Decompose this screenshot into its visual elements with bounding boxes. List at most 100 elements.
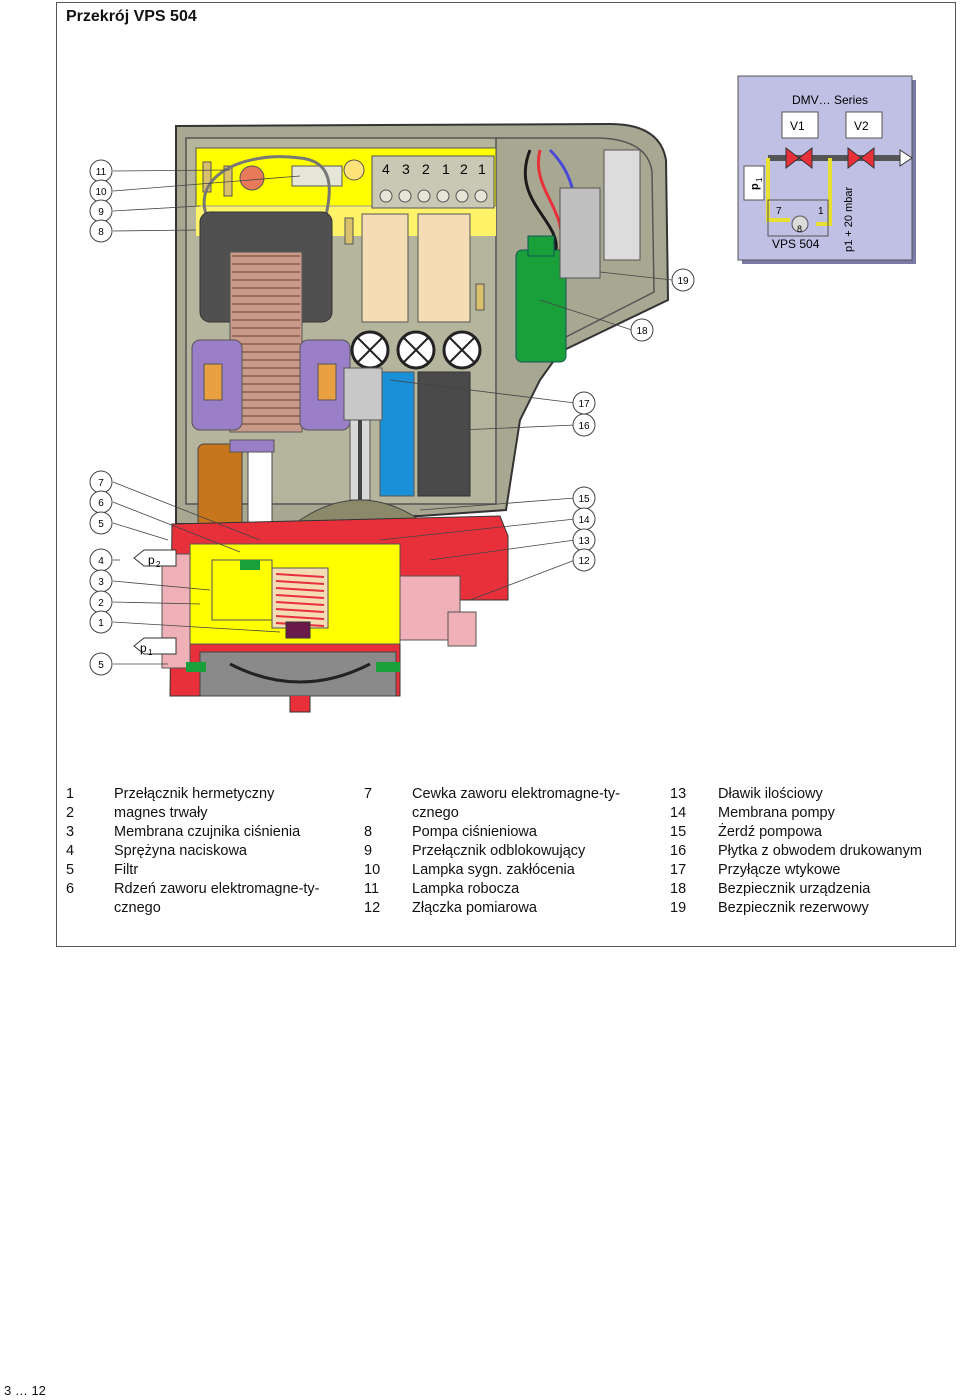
legend-row: 11 Lampka robocza [364, 880, 620, 899]
operation-lamp [239, 165, 265, 191]
legend-text: Filtr [114, 862, 139, 878]
legend-text: Lampka sygn. zakłócenia [412, 862, 575, 878]
terminal-screw [436, 189, 450, 203]
terminal-screw [379, 189, 393, 203]
dmv-labels: DMV… Series V1 V2 p 1 7 8 1 VPS 504 p1 +… [749, 93, 869, 252]
legend-num: 16 [670, 843, 687, 859]
legend-num: 7 [364, 786, 373, 802]
valve-v2-label: V2 [854, 119, 869, 133]
dmv-p1-label: p [749, 183, 761, 190]
legend-text: Sprężyna naciskowa [114, 843, 247, 859]
plug-connector [379, 371, 415, 497]
callout-5-bottom: 5 [98, 660, 104, 671]
callout-14: 14 [578, 515, 590, 526]
legend-text: cznego [114, 900, 161, 916]
terminal-label-4: 1 [442, 161, 450, 177]
callout-2: 2 [98, 598, 104, 609]
callout-6: 6 [98, 498, 104, 509]
legend-num: 13 [670, 786, 687, 802]
legend-row: cznego [66, 899, 320, 918]
legend-column-3: 13 Dławik ilościowy 14 Membrana pompy 15 Że… [670, 785, 922, 918]
small-components [202, 161, 485, 311]
vps-cross-section-diagram: 4 3 2 1 2 1 [89, 75, 916, 713]
legend-num [66, 899, 114, 918]
spring-turn [275, 601, 325, 606]
callouts-left: 11 10 9 8 7 6 5 4 3 2 1 5 [89, 159, 113, 676]
legend-text: Rdzeń zaworu elektromagne-ty- [114, 881, 320, 897]
legend-text: Złączka pomiarowa [412, 900, 537, 916]
legend-num: 6 [66, 881, 75, 897]
legend-text: Pompa ciśnieniowa [412, 824, 537, 840]
legend-text: Przyłącze wtykowe [718, 862, 841, 878]
p1-label: p [140, 641, 147, 655]
callout-3: 3 [98, 577, 104, 588]
p2-sub: 2 [156, 560, 161, 569]
terminal-labels: 4 3 2 1 2 1 [382, 161, 486, 177]
legend-text: Dławik ilościowy [718, 786, 823, 802]
legend-text: Membrana czujnika ciśnienia [114, 824, 301, 840]
legend-text: Bezpiecznik rezerwowy [718, 900, 869, 916]
legend-row: 19 Bezpiecznik rezerwowy [670, 899, 922, 918]
spring-turn [275, 580, 325, 585]
legend-num: 17 [670, 862, 687, 878]
callout-16: 16 [578, 421, 590, 432]
pressure-p1-arrow: p 1 [133, 637, 177, 657]
legend-num: 18 [670, 881, 687, 897]
dmv-panel [737, 75, 916, 264]
pressure-p2-arrow: p 2 [133, 549, 177, 569]
legend-row: 18 Bezpiecznik urządzenia [670, 880, 922, 899]
relays [361, 213, 471, 323]
terminal-label-3: 2 [422, 161, 430, 177]
terminal-screw [417, 189, 431, 203]
legend-text: Bezpiecznik urządzenia [718, 881, 871, 897]
valve-v1-label: V1 [790, 119, 805, 133]
legend-num: 15 [670, 824, 687, 840]
dmv-num7: 7 [776, 206, 782, 217]
legend-text: Membrana pompy [718, 805, 835, 821]
legend-num: 5 [66, 862, 75, 878]
legend-column-2: 7 Cewka zaworu elektromagne-ty- cznego 8 P… [364, 785, 620, 918]
terminal-label-2: 3 [402, 161, 410, 177]
dmv-num1: 1 [818, 206, 824, 217]
dmv-p1-sub: 1 [755, 177, 764, 182]
legend-row: 6 Rdzeń zaworu elektromagne-ty- [66, 880, 320, 899]
legend-text: Przełącznik hermetyczny [114, 786, 275, 802]
legend-row: 15 Żerdź pompowa [670, 823, 922, 842]
legend-num: 14 [670, 805, 687, 821]
spring-turn [275, 573, 325, 578]
dmv-series-label: DMV… Series [792, 93, 868, 107]
callouts-right: 19 18 17 16 15 14 13 12 [572, 268, 695, 572]
page-title: Przekrój VPS 504 [66, 8, 197, 25]
p2-label: p [148, 553, 155, 567]
legend-row: 1 Przełącznik hermetyczny [66, 785, 320, 804]
callout-7: 7 [98, 478, 104, 489]
callout-19: 19 [677, 276, 689, 287]
legend-num: 1 [66, 786, 75, 802]
callout-15: 15 [578, 494, 590, 505]
callout-8: 8 [98, 227, 104, 238]
legend-num: 19 [670, 900, 687, 916]
legend-num: 11 [364, 881, 380, 897]
legend-text: Żerdź pompowa [718, 824, 822, 840]
fuse-circles [350, 330, 482, 370]
p1-sub: 1 [148, 648, 153, 657]
callout-17: 17 [578, 399, 590, 410]
legend-text: Lampka robocza [412, 881, 520, 897]
legend-text: cznego [412, 805, 459, 821]
legend-row: 14 Membrana pompy [670, 804, 922, 823]
legend-row: 5 Filtr [66, 861, 320, 880]
leader-lines [112, 169, 673, 665]
callout-10: 10 [95, 187, 107, 198]
page-footer: 3 … 12 [4, 1383, 46, 1398]
transformer [191, 211, 351, 433]
legend-num: 8 [364, 824, 373, 840]
terminal-block [371, 155, 495, 209]
fault-lamp [343, 159, 365, 181]
legend-text: Cewka zaworu elektromagne-ty- [412, 786, 620, 802]
spring-turn [275, 594, 325, 599]
